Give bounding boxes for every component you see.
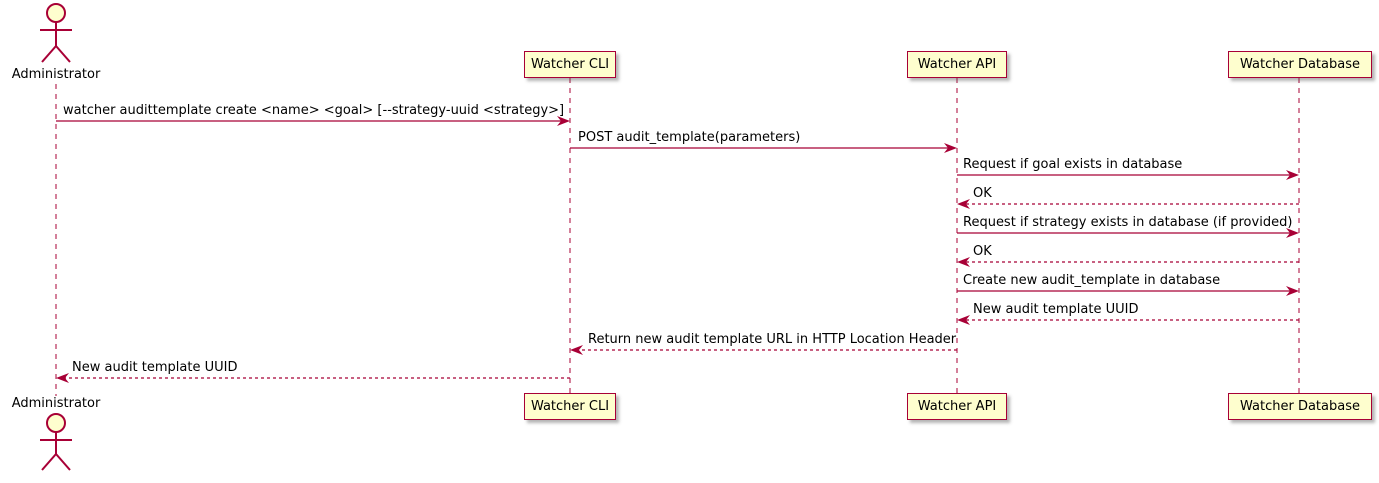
message-arrow-2	[570, 143, 957, 153]
message-arrow-3	[957, 170, 1299, 180]
actor-head-icon	[46, 3, 66, 23]
message-label-8: New audit template UUID	[973, 302, 1139, 317]
message-label-2: POST audit_template(parameters)	[578, 130, 801, 145]
message-label-10: New audit template UUID	[72, 360, 238, 375]
message-arrow-6	[957, 257, 1299, 267]
arrowhead-right-icon	[557, 116, 570, 126]
participant-watcher-cli-top: Watcher CLI	[524, 51, 616, 78]
participant-watcher-database-top: Watcher Database	[1228, 51, 1372, 78]
participant-watcher-api-bottom: Watcher API	[907, 393, 1007, 420]
arrowhead-right-icon	[1286, 286, 1299, 296]
actor-figure-administrator-top	[40, 3, 72, 63]
message-label-4: OK	[973, 186, 992, 201]
message-label-7: Create new audit_template in database	[963, 273, 1221, 288]
actor-figure-administrator-bottom	[40, 413, 72, 471]
message-label-5: Request if strategy exists in database (…	[963, 215, 1293, 230]
actor-label-administrator-top: Administrator	[11, 67, 101, 82]
actor-label-administrator-bottom: Administrator	[11, 396, 101, 411]
participant-watcher-database-bottom: Watcher Database	[1228, 393, 1372, 420]
arrowhead-left-icon	[56, 373, 69, 383]
participant-watcher-cli-bottom: Watcher CLI	[524, 393, 616, 420]
participant-watcher-api-top: Watcher API	[907, 51, 1007, 78]
message-arrow-7	[957, 286, 1299, 296]
arrowhead-left-icon	[570, 345, 583, 355]
message-label-1: watcher audittemplate create <name> <goa…	[63, 103, 565, 118]
actor-head-icon	[46, 413, 66, 433]
arrowhead-left-icon	[957, 257, 970, 267]
message-arrow-5	[957, 228, 1299, 238]
arrowhead-right-icon	[1286, 170, 1299, 180]
message-label-9: Return new audit template URL in HTTP Lo…	[588, 332, 957, 347]
message-arrow-9	[570, 345, 957, 355]
message-label-3: Request if goal exists in database	[963, 157, 1183, 172]
message-arrow-10	[56, 373, 570, 383]
arrowhead-right-icon	[1286, 228, 1299, 238]
arrowhead-left-icon	[957, 315, 970, 325]
message-arrow-8	[957, 315, 1299, 325]
arrowhead-left-icon	[957, 199, 970, 209]
message-arrow-4	[957, 199, 1299, 209]
arrowhead-right-icon	[944, 143, 957, 153]
message-arrow-1	[56, 116, 570, 126]
message-label-6: OK	[973, 244, 992, 259]
